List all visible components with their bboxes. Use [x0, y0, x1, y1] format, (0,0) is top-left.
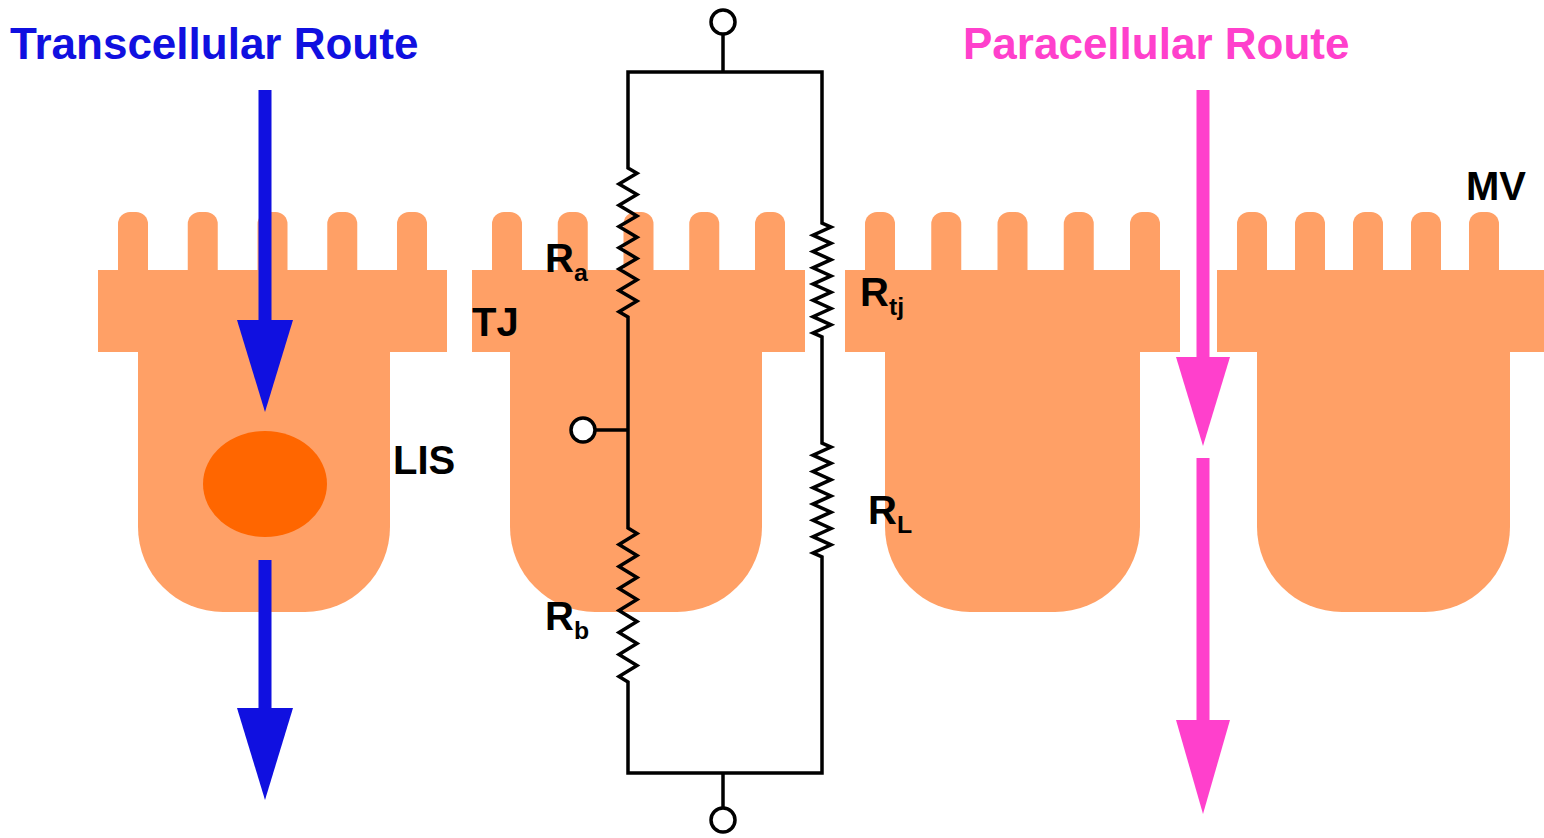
paracellular-arrow-shaft — [1197, 90, 1210, 365]
transcellular-arrow-shaft — [259, 560, 272, 716]
apical-junction-band — [845, 270, 1180, 352]
cell-body — [1257, 330, 1510, 612]
resistor-symbol — [813, 215, 831, 345]
transcellular-arrow-head — [237, 320, 293, 412]
resistor-symbol — [619, 160, 637, 325]
wire — [628, 72, 822, 215]
equivalent-circuit — [571, 10, 831, 832]
wire — [820, 345, 824, 435]
paracellular-arrow-shaft — [1197, 458, 1210, 728]
wire — [595, 428, 628, 432]
resistor-label: Ra — [545, 238, 588, 278]
resistor-label: Rb — [545, 596, 589, 636]
structure-label: MV — [1466, 166, 1526, 206]
wire — [628, 565, 822, 773]
cell-layer — [98, 212, 1544, 612]
structure-label: TJ — [472, 302, 519, 342]
transcellular-arrow-shaft — [259, 90, 272, 330]
transcellular-arrow-head — [237, 708, 293, 800]
route-title: Paracellular Route — [963, 22, 1349, 66]
wire — [721, 34, 725, 72]
resistor-label: RL — [868, 490, 912, 530]
route-title: Transcellular Route — [10, 22, 418, 66]
apical-junction-band — [472, 270, 805, 352]
terminal — [571, 418, 595, 442]
resistor-label: Rtj — [860, 272, 904, 312]
apical-junction-band — [1217, 270, 1544, 352]
paracellular-arrow-head — [1176, 720, 1230, 814]
structure-label: LIS — [393, 440, 455, 480]
cell-body — [885, 330, 1140, 612]
cell-body — [510, 330, 762, 612]
resistor-symbol — [813, 435, 831, 565]
route-arrows — [237, 90, 1230, 814]
nucleus — [203, 431, 327, 537]
terminal — [711, 808, 735, 832]
resistor-symbol — [619, 520, 637, 690]
wire — [721, 773, 725, 808]
terminal — [711, 10, 735, 34]
paracellular-arrow-head — [1176, 357, 1230, 446]
wire — [626, 325, 630, 520]
